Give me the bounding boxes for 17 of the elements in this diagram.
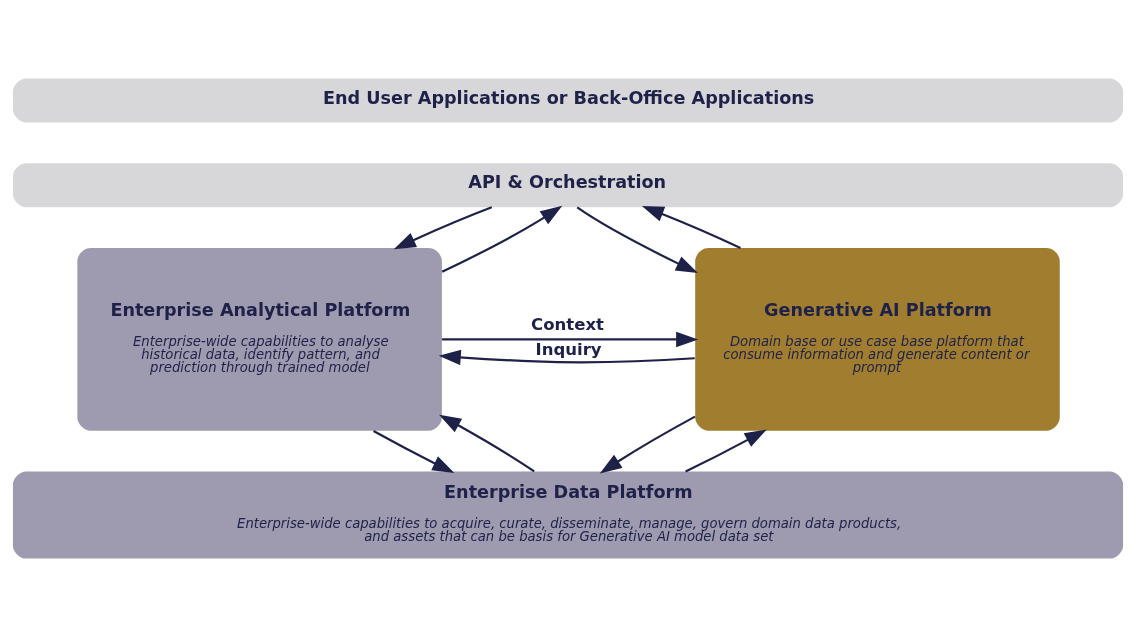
node-box: Enterprise Analytical Platform Enterprise-wide capabilities to analyse historical data, identify pattern, and prediction through trained model xyxy=(77,247,442,431)
arrow xyxy=(641,205,741,249)
arrow xyxy=(373,429,455,473)
arrow xyxy=(685,428,767,473)
edge-label: Context xyxy=(531,314,604,334)
edge-label: Inquiry xyxy=(535,339,602,359)
arrow xyxy=(442,331,699,347)
arrow xyxy=(576,206,698,273)
arrow xyxy=(438,349,695,365)
node-box: Enterprise Data Platform Enterprise-wide capabilities to acquire, curate, disseminate, manage, govern domain data products, and assets that can be basis for Generative AI model data set xyxy=(12,471,1124,559)
node-box: End User Applications or Back-Office Applications xyxy=(12,77,1124,122)
node-box: API & Orchestration xyxy=(12,162,1124,207)
arrow xyxy=(599,415,696,473)
arrow xyxy=(393,205,493,249)
arrow xyxy=(439,414,535,472)
node-box: Generative AI Platform Domain base or use case base platform that consume information and generate content or prompt xyxy=(695,247,1060,431)
arrow xyxy=(441,205,563,273)
